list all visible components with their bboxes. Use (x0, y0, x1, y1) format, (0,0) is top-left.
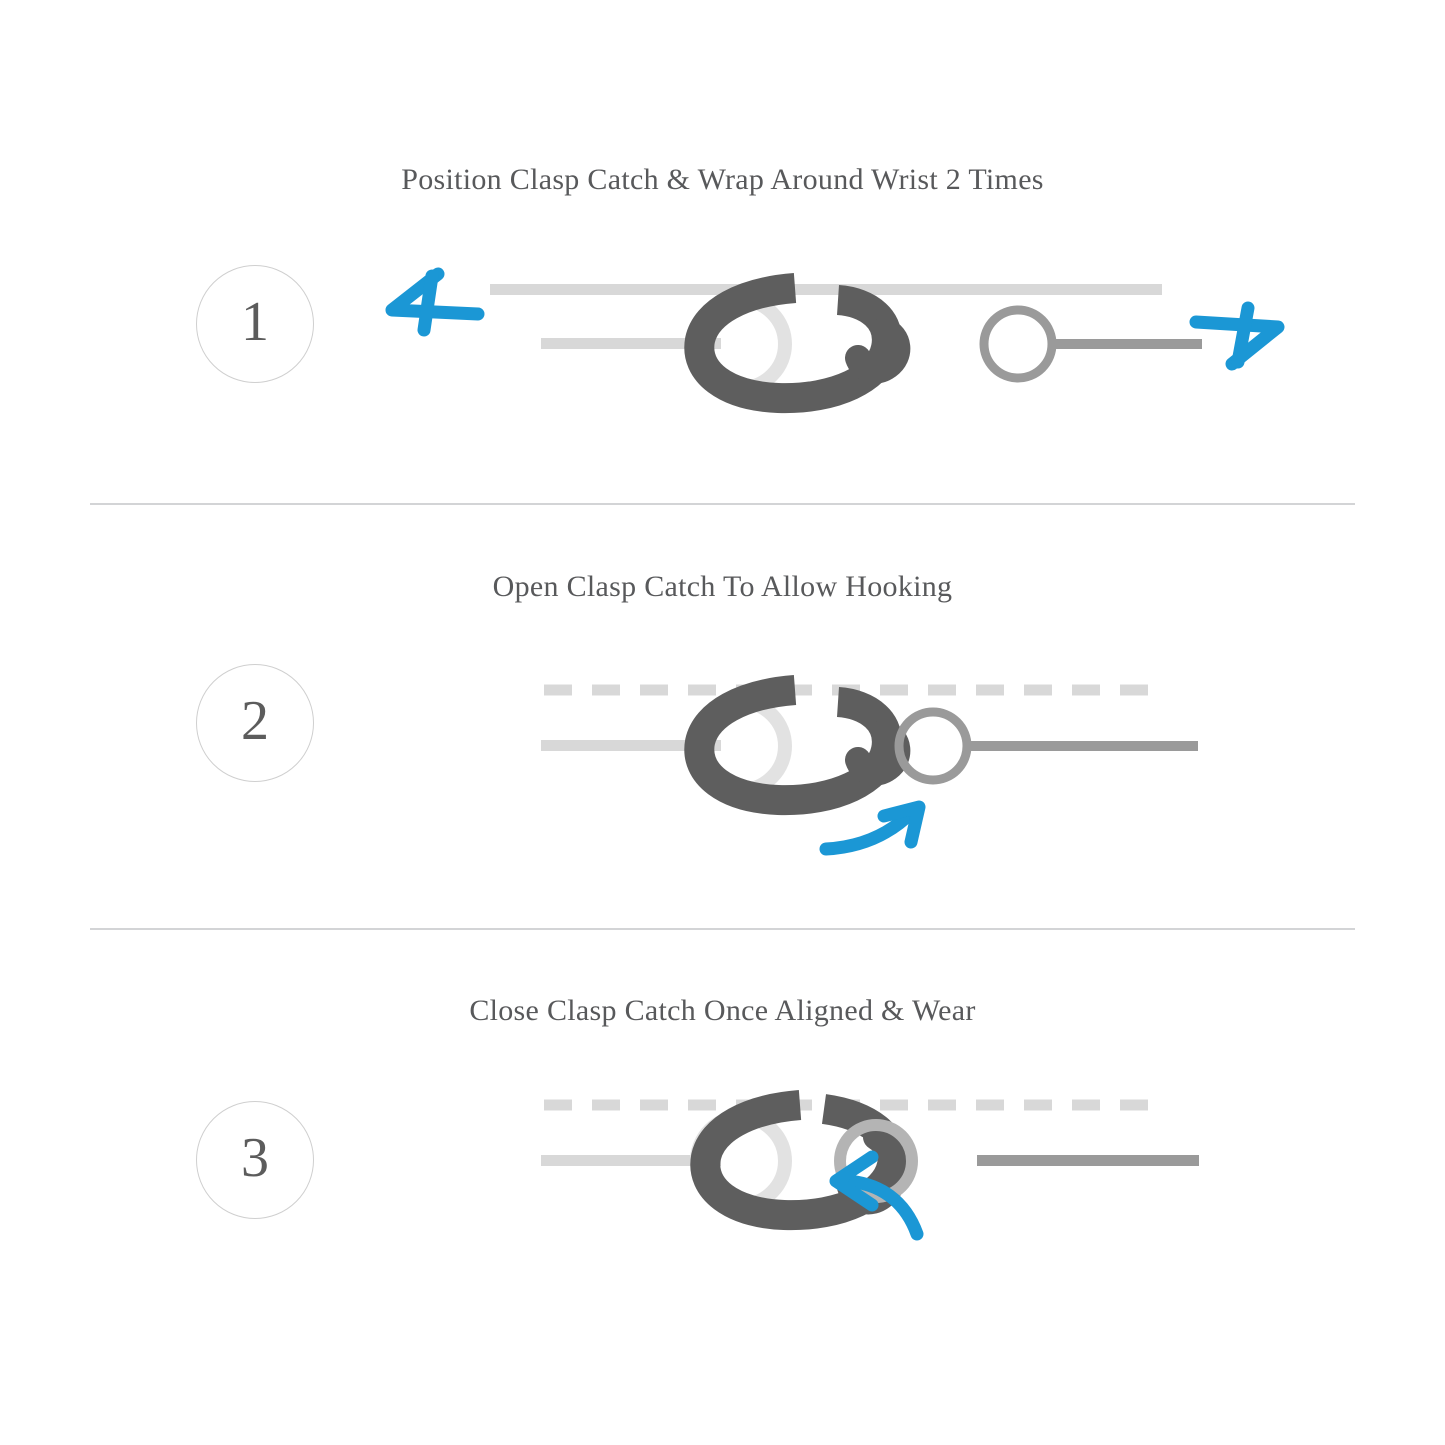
step-1-section: Position Clasp Catch & Wrap Around Wrist… (0, 0, 1445, 504)
step-1-badge-number: 1 (241, 291, 269, 353)
step-2-arrow-hook-up-icon (819, 800, 926, 856)
step-3-title: Close Clasp Catch Once Aligned & Wear (469, 994, 976, 1027)
step-3-badge: 3 (196, 1101, 314, 1219)
step-1-arrow-left-icon (385, 267, 485, 337)
step-1-badge: 1 (196, 265, 314, 383)
section-divider-1 (90, 503, 1355, 505)
section-divider-2 (90, 928, 1355, 930)
step-1-arrow-right-icon (1189, 301, 1285, 371)
step-1-clasp-hook-open (684, 273, 911, 414)
step-1-title: Position Clasp Catch & Wrap Around Wrist… (401, 163, 1044, 196)
step-2-right-cord (965, 741, 1198, 751)
step-3-left-cord (541, 1155, 721, 1166)
step-1-left-cord (541, 338, 721, 349)
step-2-left-cord (541, 740, 721, 751)
step-2-illustration (541, 675, 1198, 856)
step-2-section: Open Clasp Catch To Allow Hooking 2 (0, 504, 1445, 929)
step-2-title: Open Clasp Catch To Allow Hooking (492, 570, 953, 603)
step-3-catch-ring (834, 1119, 918, 1203)
step-2-clasp-hook-open (684, 675, 911, 816)
step-3-section: Close Clasp Catch Once Aligned & Wear 3 (0, 929, 1445, 1445)
step-2-badge-number: 2 (241, 690, 269, 752)
step-1-catch-ring (979, 305, 1057, 383)
step-2-badge: 2 (196, 664, 314, 782)
step-3-right-cord (977, 1155, 1199, 1166)
step-1-illustration (385, 267, 1285, 414)
step-1-top-cord (490, 284, 1162, 295)
step-3-badge-number: 3 (241, 1127, 269, 1189)
step-3-arrow-close-down-icon (829, 1150, 924, 1241)
step-1-right-cord (1050, 339, 1202, 349)
step-3-illustration (541, 1090, 1199, 1241)
